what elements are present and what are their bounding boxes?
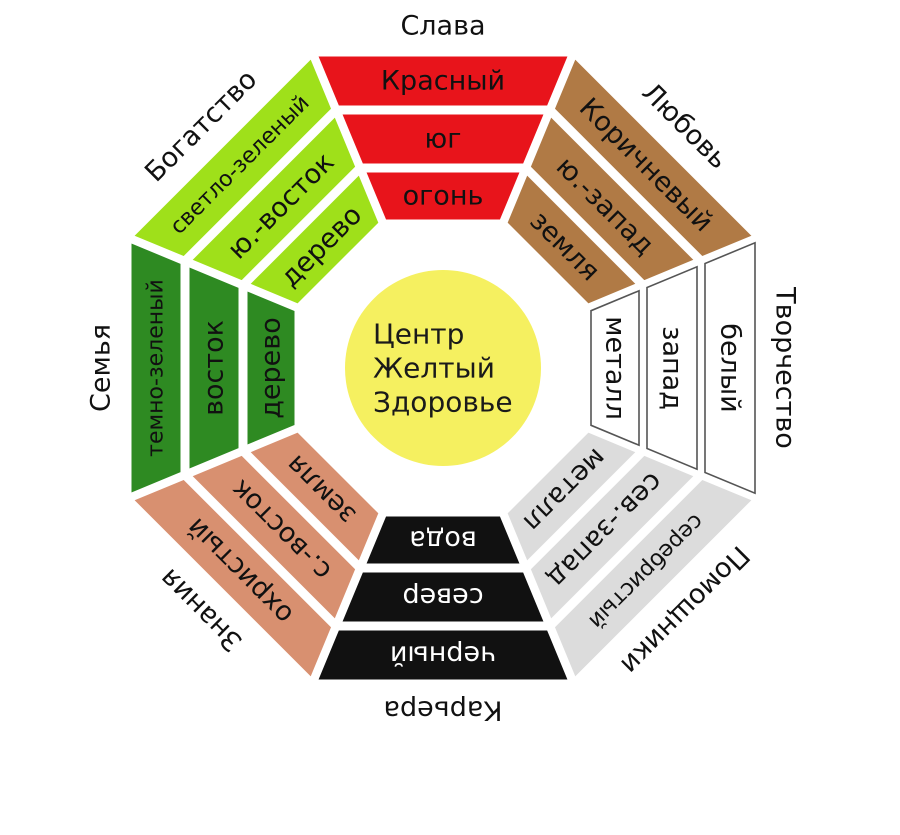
sector-creativity: металл запад белый (590, 241, 756, 495)
sector-creativity-ring-1 (590, 289, 640, 447)
sector-family-ring-2 (188, 266, 240, 470)
sector-creativity-ring-2 (646, 265, 698, 471)
sector-creativity-ring-2-label: запад (657, 326, 688, 410)
sector-wealth-ring-2 (190, 115, 357, 282)
aspect-label-career: Карьера (383, 695, 502, 726)
sector-fame-ring-2 (341, 113, 545, 165)
sector-fame-ring-1-label: огонь (403, 181, 484, 212)
sector-fame-ring-1 (365, 171, 521, 221)
sector-wealth-ring-1 (248, 173, 380, 305)
sector-family-ring-1-label: дерево (256, 317, 287, 418)
sector-career-ring-3-label: черный (390, 640, 496, 671)
sector-love-ring-3 (553, 57, 754, 258)
sector-fame-ring-3 (317, 55, 569, 107)
sector-wealth-ring-3 (132, 57, 333, 258)
center-circle (345, 270, 541, 466)
sector-helpers-ring-3 (553, 478, 754, 679)
center-label-line-2: Желтый (373, 352, 495, 385)
center-label-line-1: Центр (373, 318, 464, 351)
sector-fame-ring-3-label: Красный (381, 66, 505, 97)
aspect-label-fame: Слава (400, 11, 485, 42)
sector-knowledge-ring-3 (132, 478, 333, 679)
sector-career-ring-3 (317, 629, 569, 681)
sector-career-ring-1-label: вода (409, 525, 477, 556)
sector-career: вода север черный (317, 515, 569, 681)
sector-knowledge-ring-2 (190, 454, 357, 621)
sector-career-ring-1 (365, 515, 521, 565)
sector-creativity-ring-3-label: белый (715, 323, 746, 412)
sector-fame: огонь юг Красный (317, 55, 569, 221)
sector-helpers-ring-2 (529, 454, 696, 621)
sector-family: дерево восток темно-зеленый (130, 242, 296, 494)
aspect-label-family: Семья (86, 324, 117, 412)
sector-knowledge-ring-1 (248, 431, 380, 563)
sector-helpers-ring-1 (506, 431, 638, 563)
sector-family-ring-1 (246, 290, 296, 446)
sector-career-ring-2-label: север (402, 582, 483, 613)
sector-career-ring-2 (341, 571, 545, 623)
center-label-line-3: Здоровье (373, 386, 513, 419)
sector-family-ring-2-label: восток (199, 320, 230, 416)
sector-creativity-ring-3 (704, 241, 756, 495)
sector-creativity-ring-1-label: металл (600, 316, 631, 420)
sector-family-ring-3 (130, 242, 182, 494)
sector-love-ring-2 (529, 115, 696, 282)
sector-fame-ring-2-label: юг (425, 124, 462, 155)
aspect-label-creativity: Творчество (770, 286, 801, 449)
sector-family-ring-3-label: темно-зеленый (144, 279, 169, 457)
sector-love-ring-1 (506, 173, 638, 305)
